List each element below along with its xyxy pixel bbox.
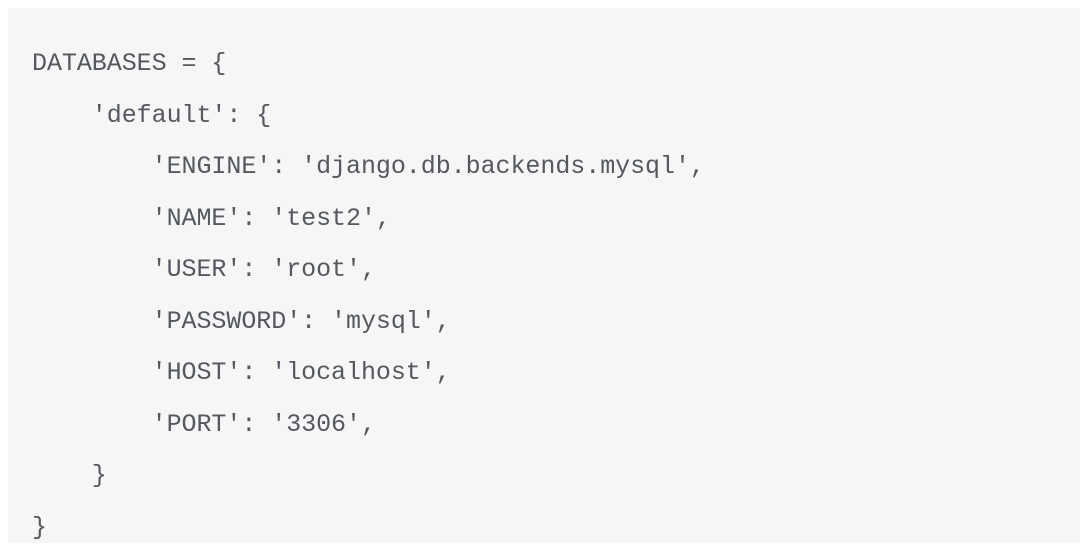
code-line: 'HOST': 'localhost', [32,347,1080,399]
code-line: } [32,502,1080,553]
code-content: DATABASES = { 'default': { 'ENGINE': 'dj… [32,38,1080,553]
code-line: 'USER': 'root', [32,244,1080,296]
code-line: 'PORT': '3306', [32,399,1080,451]
code-block[interactable]: DATABASES = { 'default': { 'ENGINE': 'dj… [32,38,1080,553]
code-line: 'NAME': 'test2', [32,193,1080,245]
code-line: 'default': { [32,90,1080,142]
code-surface: DATABASES = { 'default': { 'ENGINE': 'dj… [8,8,1080,543]
code-line: 'ENGINE': 'django.db.backends.mysql', [32,141,1080,193]
code-line: 'PASSWORD': 'mysql', [32,296,1080,348]
code-line: DATABASES = { [32,38,1080,90]
code-line: } [32,450,1080,502]
